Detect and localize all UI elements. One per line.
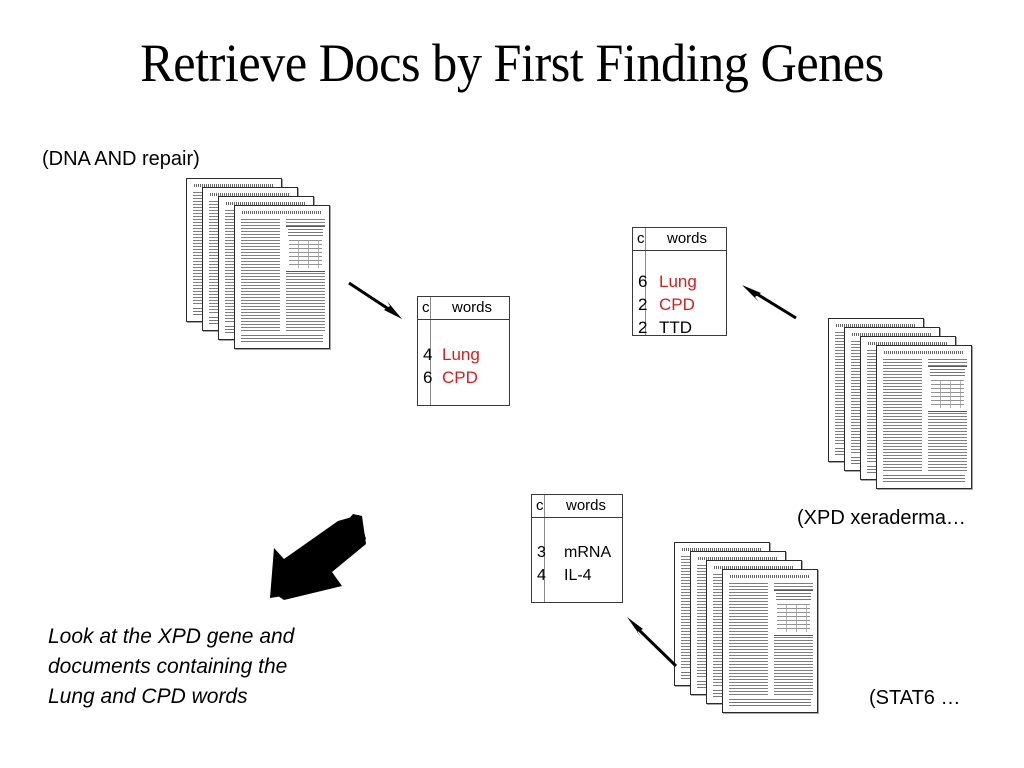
table-column-divider bbox=[645, 228, 646, 335]
table-row: 2 CPD bbox=[633, 293, 726, 316]
document-running-head bbox=[194, 184, 274, 187]
document-running-head bbox=[868, 342, 948, 345]
page-title: Retrieve Docs by First Finding Genes bbox=[140, 33, 884, 93]
table-header-row: c words bbox=[418, 297, 509, 319]
document-footnote bbox=[883, 475, 965, 484]
table-body: 4 Lung 6 CPD bbox=[418, 343, 509, 389]
cell-count: 6 bbox=[423, 368, 433, 387]
document-page bbox=[234, 205, 330, 349]
cell-word: mRNA bbox=[564, 544, 612, 561]
figure-caption-lines bbox=[776, 593, 811, 600]
document-stack-stat6 bbox=[674, 542, 834, 727]
cell-count: 2 bbox=[638, 318, 648, 337]
caption-line: Look at the XPD gene and bbox=[48, 625, 295, 648]
cell-count: 3 bbox=[537, 544, 546, 561]
word-count-table-xpd: c words 6 Lung 2 CPD 2 TTD bbox=[632, 227, 727, 339]
table-row: 3 mRNA bbox=[532, 541, 622, 564]
arrow-docs-to-table-b bbox=[742, 285, 797, 320]
document-table-figure bbox=[286, 226, 325, 272]
header-count: c bbox=[422, 299, 430, 316]
table-row: 6 CPD bbox=[418, 366, 509, 389]
table-column-divider bbox=[430, 297, 431, 405]
document-running-head bbox=[226, 202, 306, 205]
cell-word: CPD bbox=[659, 295, 695, 314]
arrow-conclusion bbox=[270, 514, 366, 600]
document-table-figure bbox=[928, 366, 967, 412]
document-running-head bbox=[852, 333, 932, 336]
cell-word: Lung bbox=[442, 345, 480, 364]
document-table-figure bbox=[774, 590, 813, 636]
document-running-head bbox=[836, 324, 916, 327]
document-stack-dna-repair bbox=[186, 178, 346, 363]
document-running-head bbox=[714, 566, 794, 569]
cell-count: 4 bbox=[423, 345, 433, 364]
table-row: 2 TTD bbox=[633, 316, 726, 339]
document-running-head bbox=[242, 211, 322, 214]
header-words: words bbox=[667, 230, 708, 247]
figure-caption-lines bbox=[288, 229, 323, 236]
query-label-xpd: (XPD xeraderma… bbox=[797, 507, 966, 529]
document-footnote bbox=[729, 699, 811, 708]
table-header-row: c words bbox=[532, 495, 622, 517]
cell-word: CPD bbox=[442, 368, 478, 387]
table-column-divider bbox=[544, 495, 545, 602]
header-words: words bbox=[566, 497, 607, 514]
table-body: 3 mRNA 4 IL-4 bbox=[532, 541, 622, 587]
document-page bbox=[722, 569, 818, 713]
table-body: 6 Lung 2 CPD 2 TTD bbox=[633, 270, 726, 339]
cell-word: IL-4 bbox=[564, 567, 592, 584]
arrow-docs-to-table-a bbox=[348, 281, 402, 319]
table-header-rule bbox=[418, 319, 509, 320]
table-header-rule bbox=[532, 517, 622, 518]
query-label-dna-repair: (DNA AND repair) bbox=[42, 148, 200, 170]
table-header-rule bbox=[633, 250, 726, 251]
document-text-column-left bbox=[729, 583, 768, 696]
figure-caption-lines bbox=[930, 369, 965, 376]
cell-count: 2 bbox=[638, 295, 648, 314]
header-count: c bbox=[536, 497, 544, 514]
document-text-column-left bbox=[241, 219, 280, 332]
caption-line: documents containing the bbox=[48, 655, 288, 678]
cell-count: 4 bbox=[537, 567, 546, 584]
arrow-docs-to-table-c bbox=[627, 617, 678, 668]
document-running-head bbox=[730, 575, 810, 578]
document-running-head bbox=[682, 548, 762, 551]
figure-grid bbox=[289, 240, 322, 268]
header-words: words bbox=[452, 299, 493, 316]
document-stack-xpd bbox=[828, 318, 988, 503]
figure-grid bbox=[931, 380, 964, 408]
document-footnote bbox=[241, 335, 323, 344]
document-page bbox=[876, 345, 972, 489]
figure-grid bbox=[777, 604, 810, 632]
document-running-head bbox=[884, 351, 964, 354]
document-running-head bbox=[210, 193, 290, 196]
document-running-head bbox=[698, 557, 778, 560]
table-row: 4 IL-4 bbox=[532, 564, 622, 587]
table-header-row: c words bbox=[633, 228, 726, 250]
table-row: 4 Lung bbox=[418, 343, 509, 366]
cell-count: 6 bbox=[638, 272, 648, 291]
conclusion-caption: Look at the XPD gene and documents contai… bbox=[48, 622, 408, 712]
query-label-stat6: (STAT6 … bbox=[869, 687, 961, 709]
word-count-table-dna-repair: c words 4 Lung 6 CPD bbox=[417, 296, 510, 406]
header-count: c bbox=[637, 230, 645, 247]
cell-word: TTD bbox=[659, 318, 693, 337]
word-count-table-stat6: c words 3 mRNA 4 IL-4 bbox=[531, 494, 623, 603]
caption-line: Lung and CPD words bbox=[48, 685, 248, 708]
document-text-column-left bbox=[883, 359, 922, 472]
table-row: 6 Lung bbox=[633, 270, 726, 293]
cell-word: Lung bbox=[659, 272, 697, 291]
